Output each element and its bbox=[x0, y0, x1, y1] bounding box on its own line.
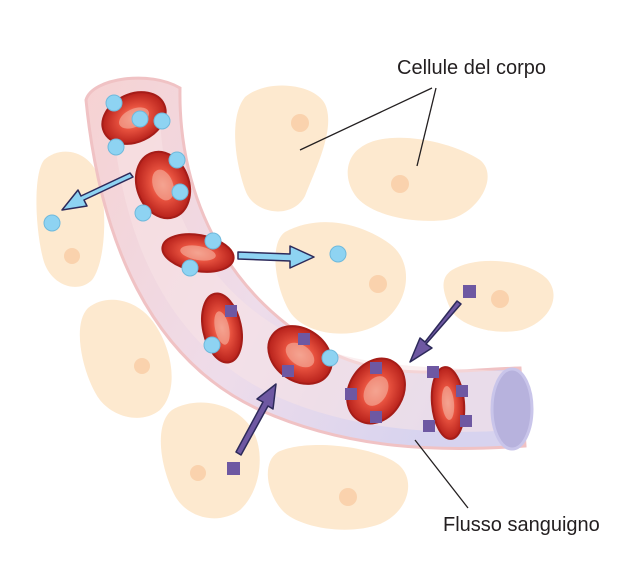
oxygen-particle bbox=[105, 94, 123, 112]
arrow-right-icon bbox=[237, 245, 315, 269]
oxygen-particle bbox=[321, 349, 339, 367]
body-cells bbox=[36, 85, 554, 530]
waste-particle bbox=[456, 385, 468, 397]
body-cell bbox=[79, 299, 172, 418]
arrow-down-left-icon bbox=[409, 300, 462, 363]
waste-particle bbox=[298, 333, 310, 345]
waste-particles bbox=[225, 285, 476, 475]
body-cell bbox=[275, 222, 407, 334]
waste-particle bbox=[460, 415, 472, 427]
oxygen-particle-released bbox=[43, 214, 61, 232]
body-cell bbox=[267, 444, 409, 530]
oxygen-particle-released bbox=[329, 245, 347, 263]
leader-lines bbox=[299, 87, 469, 509]
waste-particle bbox=[423, 420, 435, 432]
arrow-left-icon bbox=[61, 172, 134, 211]
oxygen-particle bbox=[203, 336, 221, 354]
body-cell bbox=[235, 85, 329, 212]
body-cells-label: Cellule del corpo bbox=[397, 57, 546, 79]
leader-line-body-cells-a bbox=[299, 87, 433, 151]
body-cell bbox=[160, 402, 260, 519]
red-blood-cell bbox=[346, 357, 406, 425]
waste-particle bbox=[282, 365, 294, 377]
waste-particle bbox=[427, 366, 439, 378]
body-cell bbox=[347, 137, 488, 221]
oxygen-particle bbox=[171, 183, 189, 201]
oxygen-particle bbox=[168, 151, 186, 169]
waste-particle bbox=[370, 411, 382, 423]
oxygen-particle bbox=[204, 232, 222, 250]
oxygen-particles bbox=[43, 94, 347, 367]
vessel-opening bbox=[490, 367, 534, 451]
oxygen-particle bbox=[134, 204, 152, 222]
blood-flow-label: Flusso sanguigno bbox=[443, 514, 600, 536]
oxygen-out-arrows bbox=[61, 172, 315, 269]
waste-particle-source bbox=[463, 285, 476, 298]
body-cell bbox=[36, 151, 105, 287]
waste-particle bbox=[225, 305, 237, 317]
waste-particle-source bbox=[227, 462, 240, 475]
oxygen-particle bbox=[107, 138, 125, 156]
oxygen-particle bbox=[153, 112, 171, 130]
waste-particle bbox=[345, 388, 357, 400]
leader-line-blood-flow bbox=[414, 439, 469, 509]
oxygen-particle bbox=[181, 259, 199, 277]
body-cell bbox=[443, 260, 554, 332]
leader-line-body-cells-b bbox=[416, 87, 437, 167]
waste-particle bbox=[370, 362, 382, 374]
waste-in-arrows bbox=[235, 300, 462, 456]
arrow-up-right-icon bbox=[235, 383, 277, 456]
oxygen-particle bbox=[131, 110, 149, 128]
